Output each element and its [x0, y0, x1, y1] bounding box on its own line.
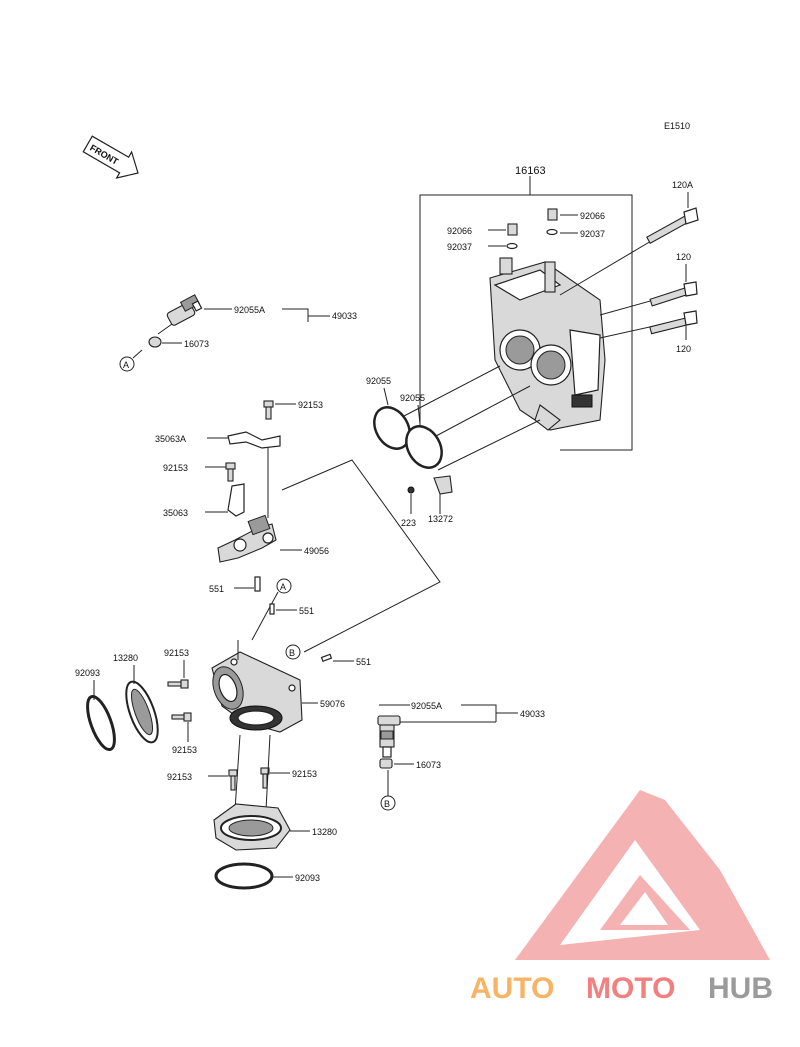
logo-text-auto: AUTO [470, 972, 554, 1005]
ref-A-left: A [123, 360, 129, 370]
callout-120A: 120A [672, 180, 693, 190]
callout-223: 223 [401, 518, 416, 528]
ref-B-lower: B [384, 799, 390, 809]
callout-92153-f: 92153 [292, 769, 317, 779]
callout-13280-lower: 13280 [312, 827, 337, 837]
callout-92037-right: 92037 [580, 229, 605, 239]
bolt-92153-a [263, 400, 274, 420]
logo-text-moto: MOTO [586, 972, 675, 1005]
callout-92066-left: 92066 [447, 226, 472, 236]
logo-text-hub: HUB [708, 972, 773, 1005]
callout-35063A: 35063A [155, 434, 186, 444]
callout-92055-left: 92055 [366, 376, 391, 386]
ref-marker-B-center [285, 644, 301, 660]
callout-92055-right: 92055 [400, 393, 425, 403]
callout-92153-d: 92153 [172, 745, 197, 755]
ref-A-center: A [280, 582, 286, 592]
cap-92066-left [507, 223, 518, 236]
diagram-code: E1510 [664, 121, 690, 131]
pin-551-a [254, 576, 261, 592]
ref-marker-A-left [119, 356, 135, 372]
callout-13272: 13272 [428, 514, 453, 524]
bolt-120-lower [599, 310, 698, 339]
pin-551-c [320, 653, 333, 663]
ref-B-center: B [289, 648, 295, 658]
bolt-120-upper [599, 281, 698, 316]
bracket-35063A [227, 431, 281, 449]
seal-92093-left [86, 694, 116, 752]
callout-92037-left: 92037 [447, 242, 472, 252]
callout-49056: 49056 [304, 546, 329, 556]
cap-92066-right [547, 208, 558, 221]
callout-92153-c: 92153 [164, 648, 189, 658]
oring-92055-right [405, 425, 443, 469]
injector-49033-upper [157, 294, 203, 335]
callout-92153-b: 92153 [163, 463, 188, 473]
callout-16073-upper: 16073 [184, 339, 209, 349]
callout-59076: 59076 [320, 699, 345, 709]
seal-92093-lower [214, 862, 274, 890]
callout-551-b: 551 [299, 606, 314, 616]
bolt-92153-e [228, 769, 238, 791]
callout-551-a: 551 [209, 584, 224, 594]
automotohub-logo: AUTO MOTO HUB [470, 790, 773, 1005]
ref-marker-A-center [276, 578, 292, 594]
front-arrow-icon: FRONT [82, 135, 139, 179]
callout-92055A-lower: 92055A [411, 701, 442, 711]
bolt-120A [559, 207, 699, 296]
callout-120-lower: 120 [676, 344, 691, 354]
bolt-92153-d [171, 712, 192, 722]
bolt-92153-f [260, 767, 270, 789]
pin-551-b [269, 603, 275, 615]
bracket-35063 [227, 483, 245, 517]
bolt-92153-b [225, 462, 236, 482]
callout-92153-a: 92153 [298, 400, 323, 410]
oring-92037-right [546, 228, 558, 236]
callout-16073-lower: 16073 [416, 760, 441, 770]
fuel-pipe-49056 [217, 448, 277, 563]
screw-223 [407, 486, 415, 494]
bracket-13272 [433, 475, 453, 495]
bolt-92153-c [167, 679, 189, 689]
grommet-16073-lower [379, 758, 393, 769]
intake-holder-59076 [211, 640, 303, 733]
ref-marker-B-lower [380, 795, 396, 811]
callout-120-upper: 120 [676, 252, 691, 262]
callout-35063: 35063 [163, 508, 188, 518]
throttle-body-group [419, 176, 633, 451]
callout-49033-lower: 49033 [520, 709, 545, 719]
callout-16163: 16163 [515, 165, 546, 177]
oring-92037-left [506, 242, 518, 250]
oring-92055-left [373, 406, 411, 450]
callout-92093-lower: 92093 [295, 873, 320, 883]
grommet-16073-upper [148, 336, 162, 348]
callout-13280-left: 13280 [113, 653, 138, 663]
callout-92055A-upper: 92055A [234, 305, 265, 315]
callout-92093-left: 92093 [75, 668, 100, 678]
callout-551-c: 551 [356, 657, 371, 667]
injector-49033-lower [377, 704, 410, 758]
callout-49033-upper: 49033 [332, 311, 357, 321]
callout-92066-right: 92066 [580, 211, 605, 221]
callout-92153-e: 92153 [167, 772, 192, 782]
